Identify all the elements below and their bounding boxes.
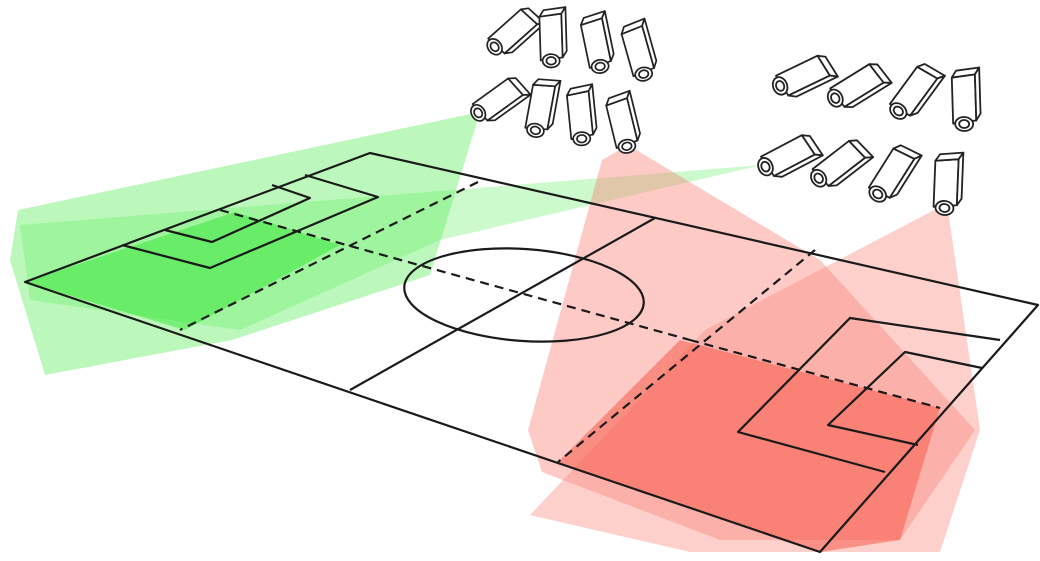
camera-icon [521, 75, 563, 141]
camera-icon [619, 18, 660, 83]
camera-icon [883, 58, 947, 126]
camera-icon [604, 90, 643, 155]
right-camera-group [753, 52, 982, 217]
camera-icon [862, 140, 924, 209]
camera-icon [930, 150, 967, 217]
camera-icon [579, 11, 616, 75]
camera-icon [567, 84, 598, 146]
camera-icon [481, 3, 546, 63]
camera-icon [950, 67, 982, 132]
left-camera-group [465, 3, 659, 155]
camera-icon [538, 6, 569, 68]
right-coverage-cones [528, 145, 980, 552]
